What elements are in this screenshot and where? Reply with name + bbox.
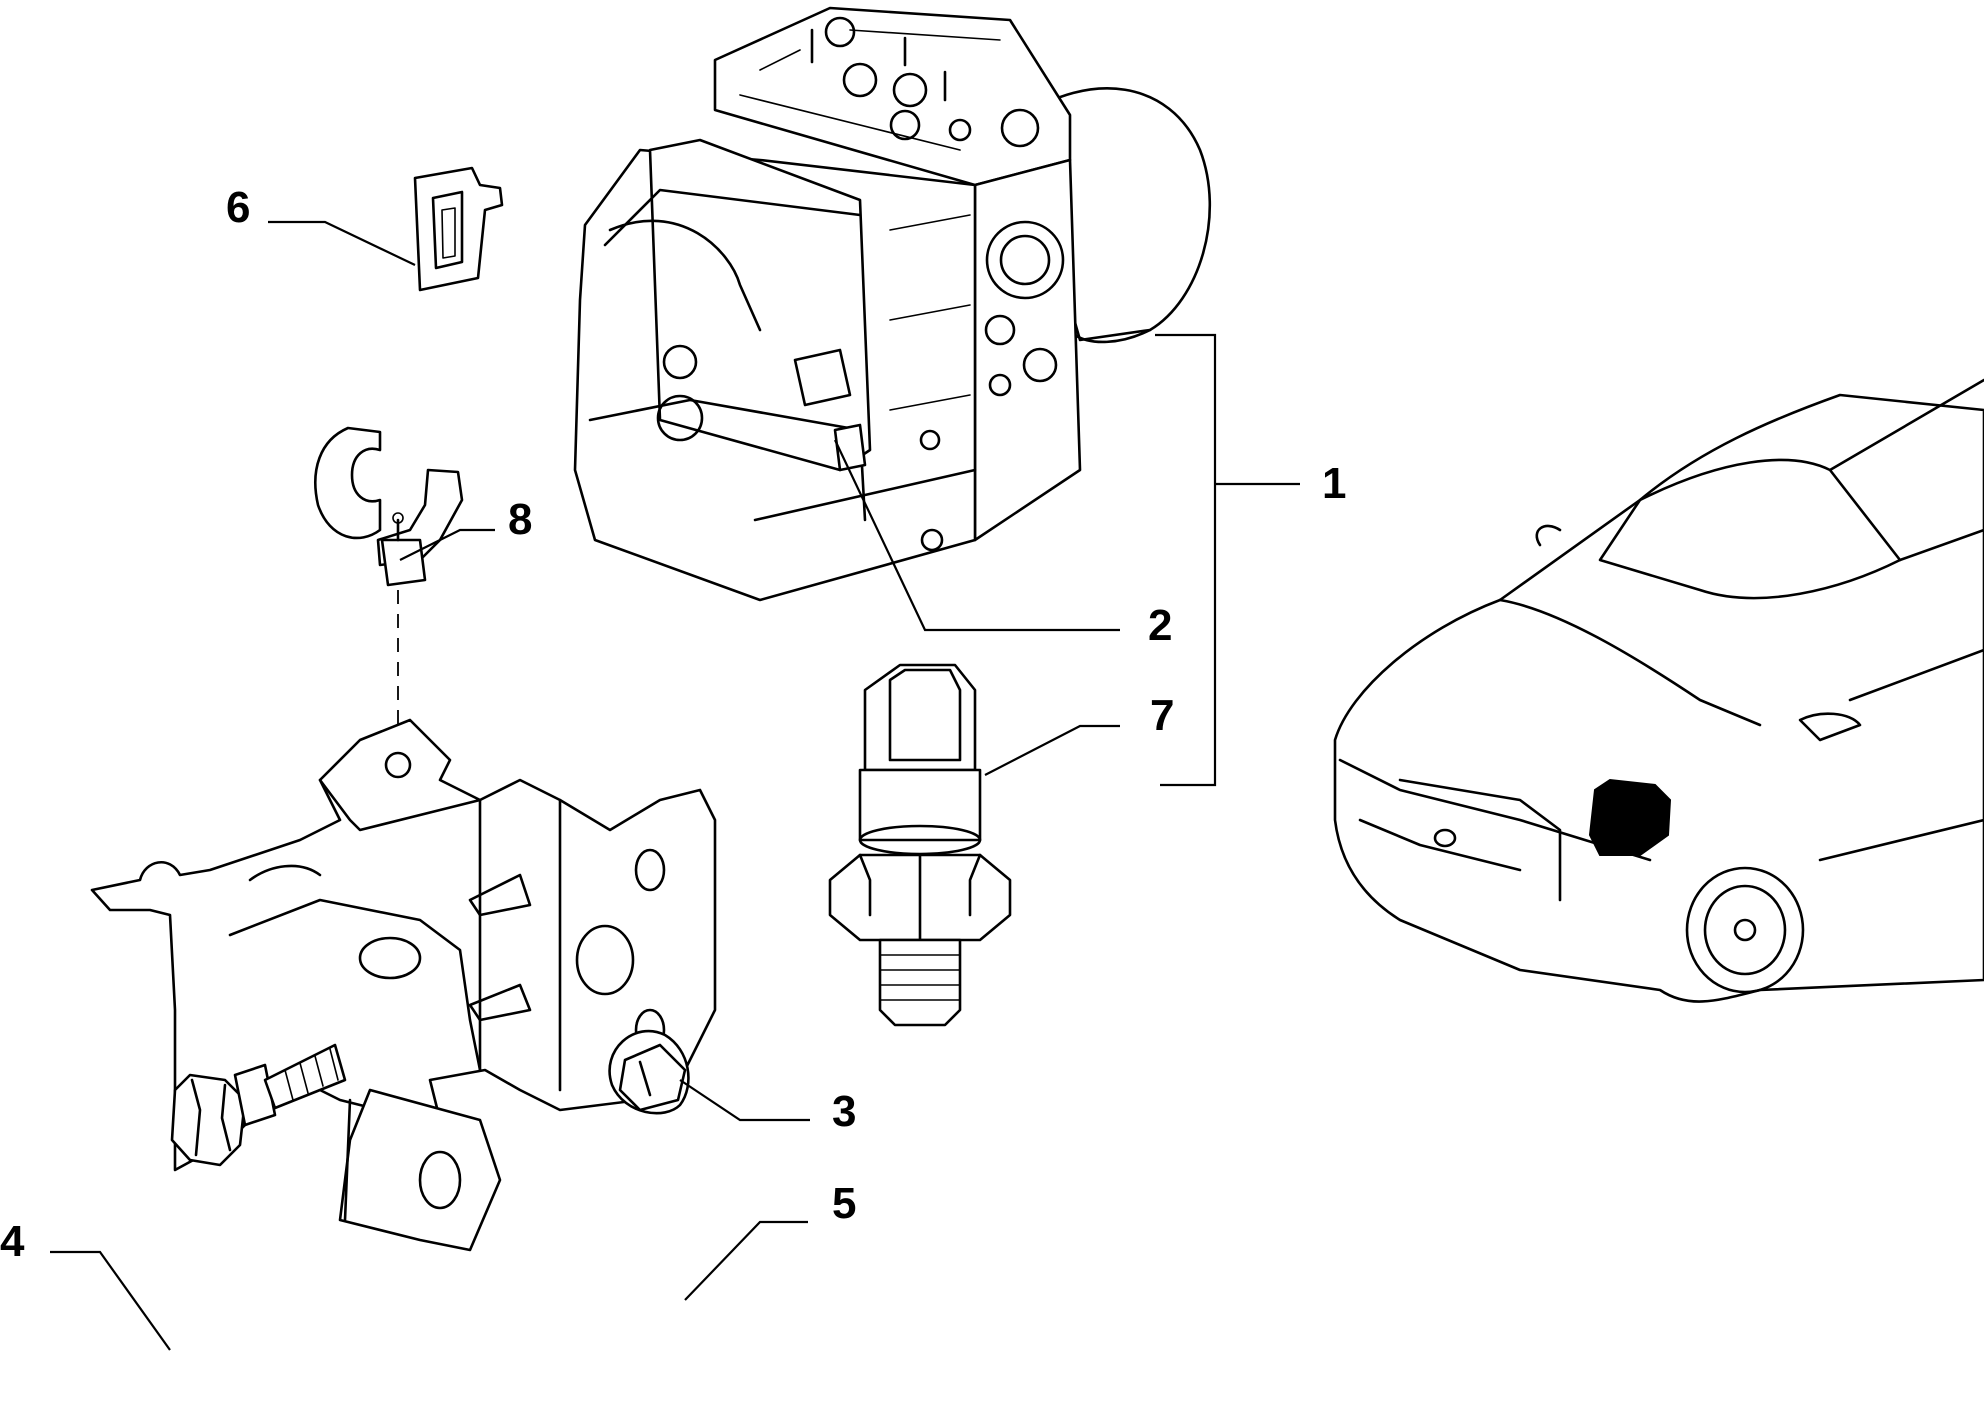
callout-labels: 1 2 3 4 5 6 7 8: [0, 183, 1346, 1266]
mounting-clip: [314, 426, 464, 587]
pressure-sensor: [828, 663, 1012, 1027]
callout-8: 8: [508, 495, 532, 544]
callout-5: 5: [832, 1179, 856, 1228]
callout-6: 6: [226, 183, 250, 232]
hex-nut: [608, 1029, 690, 1115]
callout-4: 4: [0, 1217, 25, 1266]
callout-3: 3: [832, 1087, 856, 1136]
callout-1: 1: [1322, 459, 1346, 508]
abs-location-marker: [1588, 778, 1672, 856]
mounting-bracket: [90, 718, 717, 1252]
hex-bolt: [170, 1043, 347, 1167]
abs-hydraulic-unit: [573, 6, 1212, 602]
leader-lines: [50, 220, 1300, 1351]
car-location-icon: [1333, 378, 1984, 1003]
callout-2: 2: [1148, 601, 1172, 650]
retaining-clip: [413, 166, 504, 292]
callout-7: 7: [1150, 691, 1174, 740]
